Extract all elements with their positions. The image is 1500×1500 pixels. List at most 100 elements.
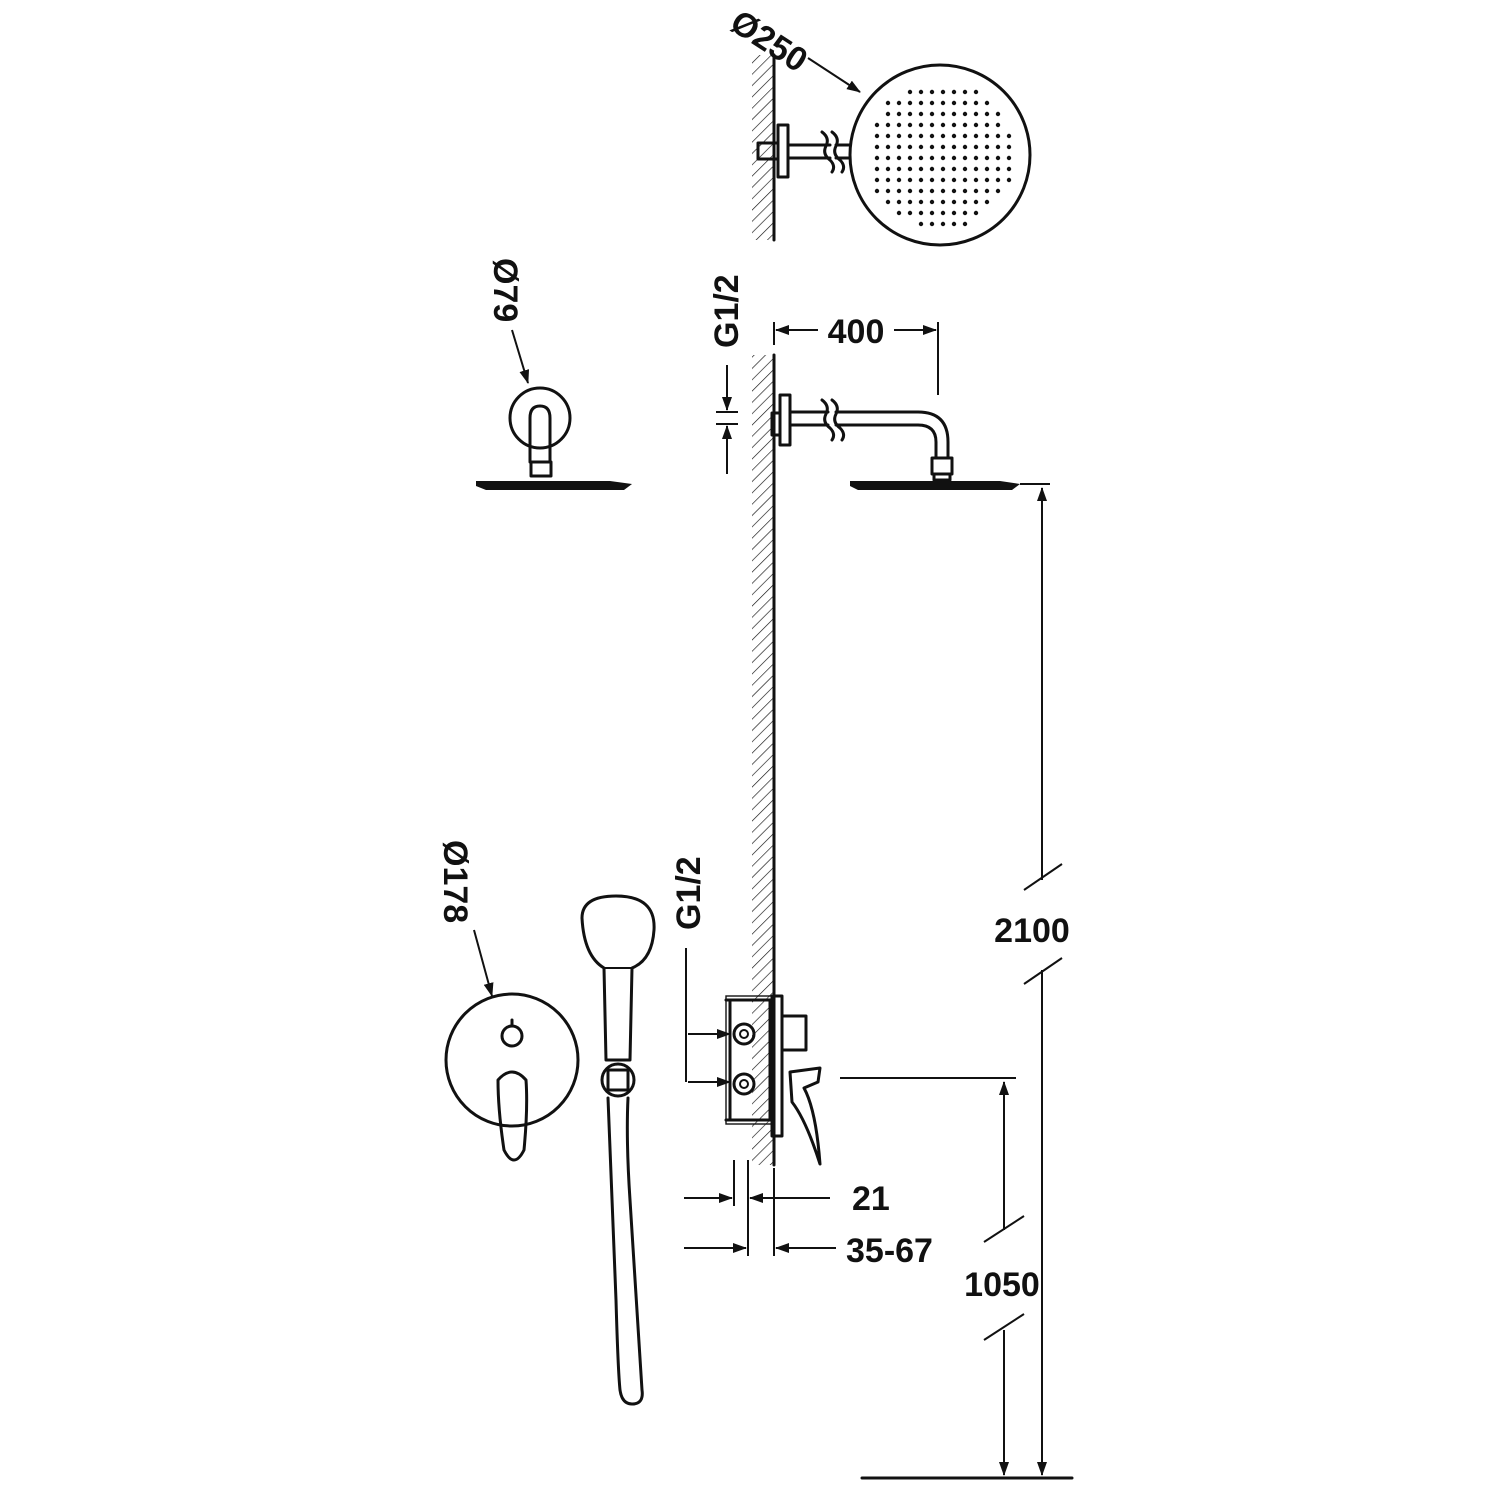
nozzle-dot: [885, 155, 891, 161]
nozzle-dot: [984, 144, 990, 150]
nozzle-dot: [918, 221, 924, 227]
nozzle-dot: [874, 188, 880, 194]
rain-head-disc: [848, 63, 1032, 247]
head-side-view-small: Ø79: [476, 258, 632, 490]
nozzle-dot: [874, 133, 880, 139]
mixer-height-label: 1050: [964, 1266, 1040, 1304]
nozzle-array: [874, 89, 1012, 227]
nozzle-dot: [918, 177, 924, 183]
nozzle-dot: [951, 177, 957, 183]
nozzle-dot: [984, 111, 990, 117]
nozzle-dot: [918, 111, 924, 117]
nozzle-dot: [940, 210, 946, 216]
nozzle-dot: [973, 188, 979, 194]
nozzle-dot: [874, 144, 880, 150]
nozzle-dot: [907, 155, 913, 161]
nozzle-dot: [984, 177, 990, 183]
nozzle-dot: [951, 221, 957, 227]
nozzle-dot: [940, 188, 946, 194]
nozzle-dot: [984, 100, 990, 106]
nozzle-dot: [973, 144, 979, 150]
nozzle-dot: [929, 155, 935, 161]
nozzle-dot: [984, 199, 990, 205]
nozzle-dot: [896, 122, 902, 128]
nozzle-dot: [1006, 166, 1012, 172]
nozzle-dot: [874, 122, 880, 128]
hand-shower: [580, 894, 656, 1406]
nozzle-dot: [907, 100, 913, 106]
nozzle-dot: [874, 155, 880, 161]
nozzle-dot: [973, 177, 979, 183]
nozzle-dot: [1006, 144, 1012, 150]
side-view-installation: G1/2 400 2100 G1/2: [670, 274, 1074, 1480]
nozzle-dot: [896, 144, 902, 150]
nozzle-dot: [951, 188, 957, 194]
nozzle-dot: [896, 188, 902, 194]
wall-flange: [508, 386, 572, 450]
nozzle-dot: [907, 133, 913, 139]
nozzle-dot: [973, 155, 979, 161]
nozzle-dot: [940, 122, 946, 128]
nozzle-dot: [962, 210, 968, 216]
nozzle-dot: [929, 166, 935, 172]
nozzle-dot: [929, 133, 935, 139]
nozzle-dot: [973, 210, 979, 216]
nozzle-dot: [918, 100, 924, 106]
nozzle-dot: [907, 199, 913, 205]
nozzle-dot: [907, 166, 913, 172]
nozzle-dot: [973, 89, 979, 95]
nozzle-dot: [973, 133, 979, 139]
nozzle-dot: [940, 199, 946, 205]
nozzle-dot: [951, 155, 957, 161]
nozzle-dot: [940, 133, 946, 139]
nozzle-dot: [918, 199, 924, 205]
nozzle-dot: [984, 166, 990, 172]
diverter-knob: [500, 1024, 524, 1048]
nozzle-dot: [907, 89, 913, 95]
nozzle-dot: [940, 89, 946, 95]
nozzle-dot: [1006, 155, 1012, 161]
nozzle-dot: [885, 166, 891, 172]
nozzle-dot: [918, 144, 924, 150]
arm-projection-label: 400: [828, 313, 885, 351]
nozzle-dot: [896, 133, 902, 139]
nozzle-dot: [896, 210, 902, 216]
nozzle-dot: [962, 199, 968, 205]
nozzle-dot: [962, 133, 968, 139]
nozzle-dot: [918, 122, 924, 128]
nozzle-dot: [951, 144, 957, 150]
nozzle-dot: [907, 177, 913, 183]
nozzle-dot: [962, 144, 968, 150]
nozzle-dot: [951, 100, 957, 106]
nozzle-dot: [918, 133, 924, 139]
nozzle-dot: [929, 177, 935, 183]
nozzle-dot: [874, 166, 880, 172]
nozzle-dot: [940, 155, 946, 161]
nozzle-dot: [874, 177, 880, 183]
nozzle-dot: [885, 122, 891, 128]
wall-flange-diameter-label: Ø79: [486, 258, 524, 322]
nozzle-dot: [973, 100, 979, 106]
mixer-inlet-thread-label: G1/2: [670, 856, 708, 930]
nozzle-dot: [962, 89, 968, 95]
nozzle-dot: [918, 166, 924, 172]
nozzle-dot: [918, 89, 924, 95]
nozzle-dot: [995, 188, 1001, 194]
rain-head-front-view: Ø250: [724, 3, 1032, 247]
wall-section-top: [752, 55, 774, 240]
nozzle-dot: [929, 111, 935, 117]
nozzle-dot: [962, 221, 968, 227]
nozzle-dot: [995, 155, 1001, 161]
mixer-plate: [444, 992, 580, 1128]
nozzle-dot: [951, 133, 957, 139]
nozzle-dot: [896, 166, 902, 172]
nozzle-dot: [995, 177, 1001, 183]
nozzle-dot: [896, 199, 902, 205]
nozzle-dot: [918, 155, 924, 161]
head-height-label: 2100: [994, 912, 1070, 950]
nozzle-dot: [951, 111, 957, 117]
nozzle-dot: [951, 89, 957, 95]
nozzle-dot: [995, 166, 1001, 172]
nozzle-dot: [962, 122, 968, 128]
